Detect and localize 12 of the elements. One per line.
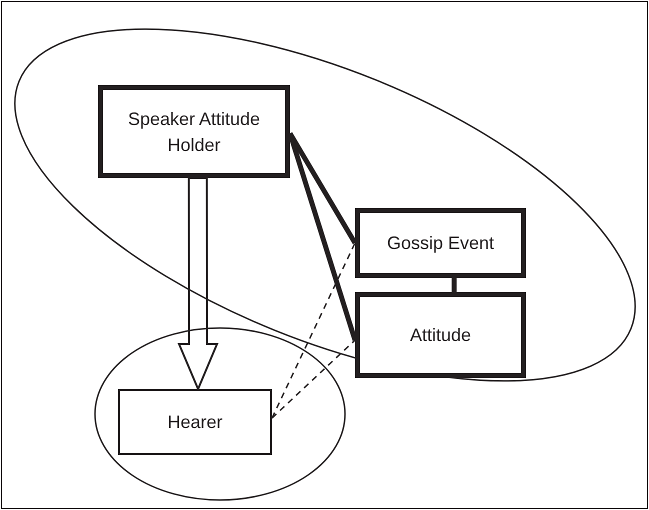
block-arrow — [178, 176, 219, 392]
box-label: Attitude — [408, 324, 472, 347]
box-label: Speaker Attitude Holder — [126, 108, 262, 156]
box-label: Hearer — [166, 411, 224, 434]
box-label: Gossip Event — [386, 232, 496, 255]
text-box — [355, 208, 526, 278]
text-box — [355, 292, 526, 378]
dashed-line — [271, 340, 356, 419]
text-box — [118, 389, 272, 455]
text-box — [98, 85, 290, 178]
dashed-line — [271, 242, 356, 418]
connector-line — [452, 278, 457, 292]
